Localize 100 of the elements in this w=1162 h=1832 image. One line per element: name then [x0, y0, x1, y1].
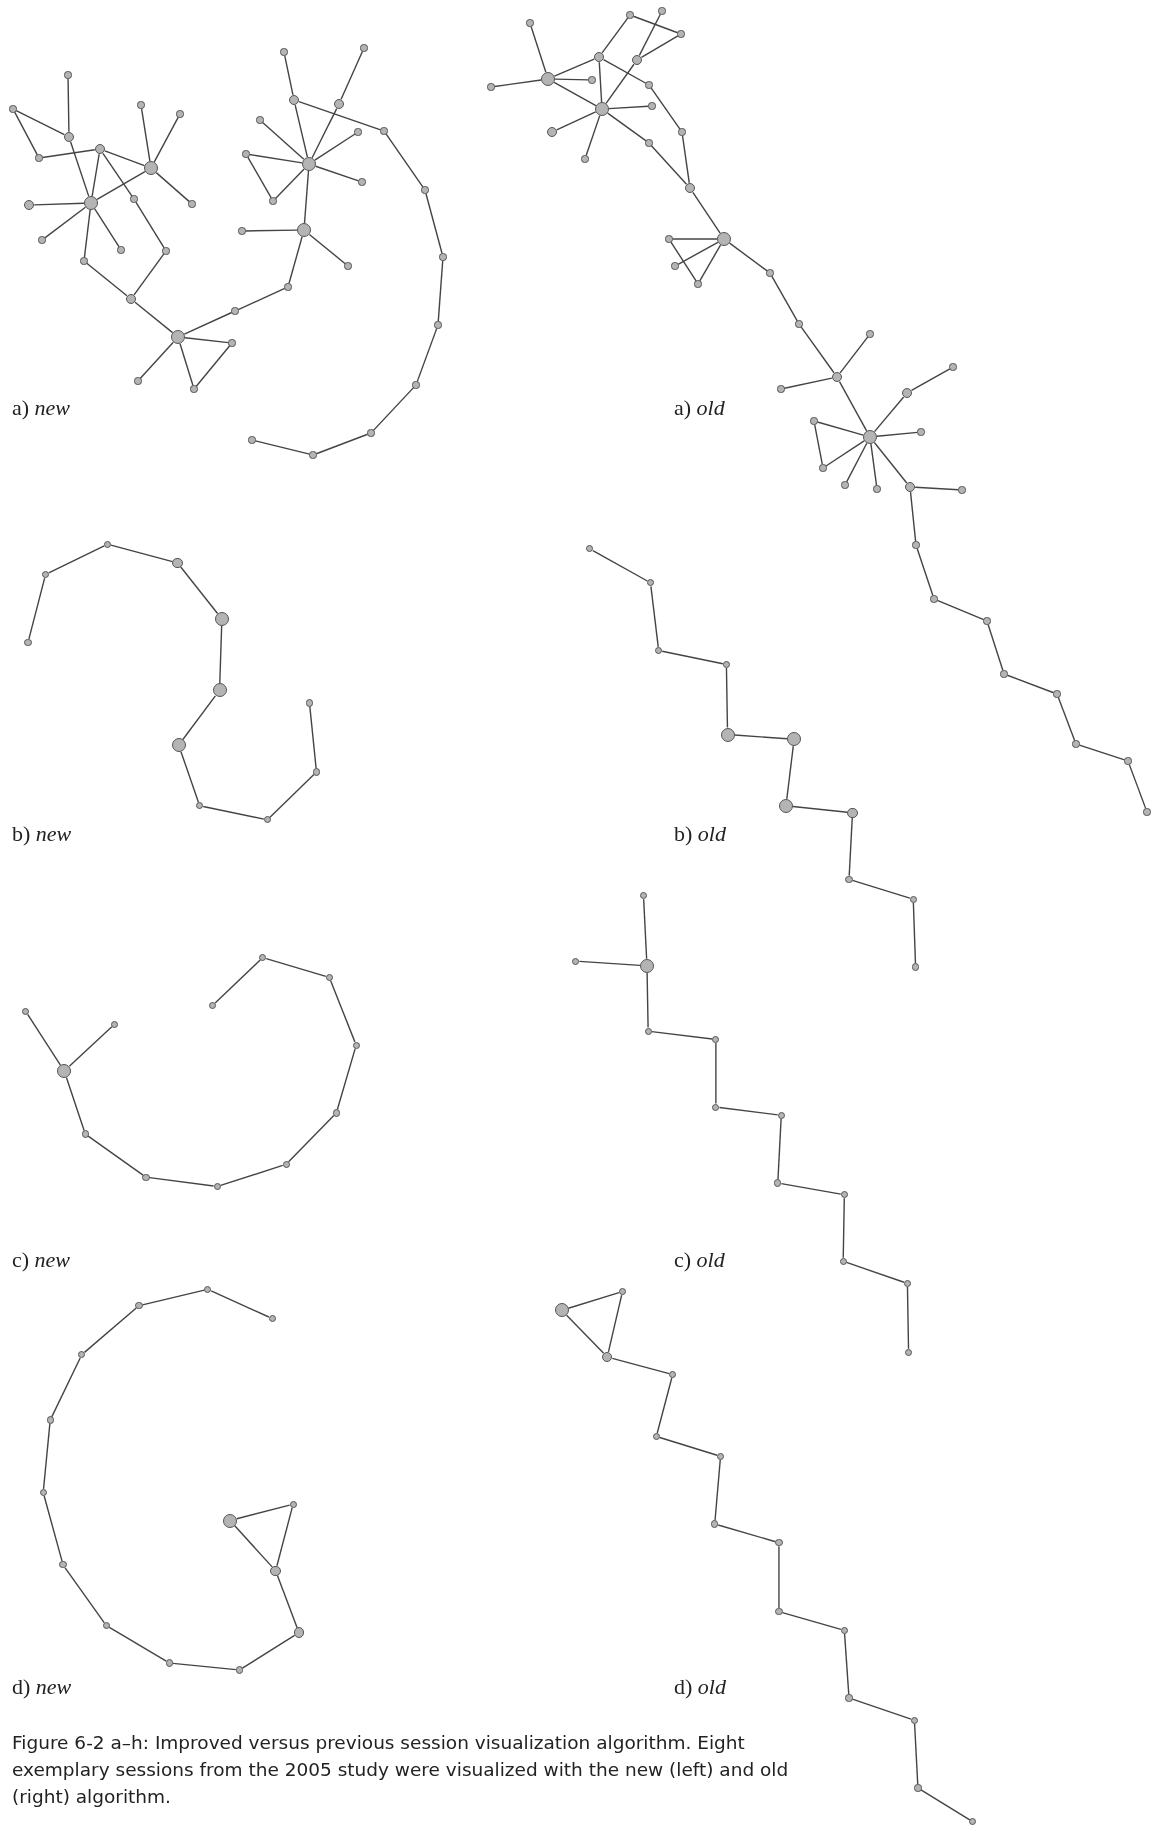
- connector-line: [67, 77, 70, 133]
- connector-line: [276, 1574, 298, 1629]
- graph-node: [135, 1302, 143, 1310]
- connector-line: [48, 545, 105, 574]
- connector-line: [825, 440, 865, 467]
- connector-line: [670, 241, 697, 282]
- connector-line: [44, 206, 87, 239]
- connector-line: [914, 486, 960, 491]
- graph-node: [223, 1513, 238, 1528]
- graph-node: [212, 683, 227, 698]
- connector-line: [792, 805, 849, 813]
- graph-node: [949, 363, 957, 371]
- connector-line: [910, 368, 951, 392]
- connector-line: [780, 1182, 842, 1195]
- graph-node: [684, 182, 696, 194]
- graph-node: [720, 727, 735, 742]
- connector-line: [139, 341, 174, 380]
- connector-line: [303, 170, 310, 224]
- connector-line: [777, 1118, 782, 1181]
- connector-line: [851, 1698, 912, 1720]
- graph-node: [256, 116, 264, 124]
- connector-line: [592, 549, 649, 582]
- connector-line: [554, 78, 590, 81]
- graph-node: [904, 481, 916, 493]
- graph-node: [142, 1173, 150, 1181]
- connector-line: [638, 13, 662, 57]
- connector-line: [838, 380, 868, 432]
- connector-line: [315, 433, 369, 455]
- graph-node: [658, 7, 666, 15]
- connector-line: [530, 25, 547, 74]
- graph-node: [819, 464, 827, 472]
- connector-line: [234, 1525, 273, 1568]
- graph-node: [909, 895, 917, 903]
- graph-node: [312, 768, 321, 776]
- graph-node: [602, 1351, 613, 1363]
- graph-node: [840, 1626, 848, 1634]
- connector-line: [873, 396, 905, 433]
- graph-node: [593, 51, 605, 63]
- panel-label: d) new: [12, 1674, 72, 1700]
- connector-line: [553, 58, 595, 77]
- connector-line: [651, 1030, 713, 1040]
- connector-line: [718, 1106, 779, 1116]
- graph-node: [766, 269, 774, 277]
- connector-line: [578, 960, 641, 967]
- connector-line: [219, 625, 223, 684]
- graph-node: [59, 1561, 67, 1569]
- graph-node: [917, 428, 925, 436]
- graph-node: [1053, 690, 1061, 698]
- connector-line: [65, 1076, 85, 1132]
- connector-line: [340, 50, 364, 100]
- connector-line: [241, 1634, 296, 1669]
- graph-node: [487, 83, 495, 91]
- graph-node: [125, 293, 137, 305]
- graph-node: [439, 253, 447, 261]
- graph-node: [717, 232, 731, 246]
- connector-line: [287, 1114, 335, 1163]
- graph-node: [367, 429, 375, 437]
- connector-line: [183, 311, 233, 335]
- connector-line: [848, 817, 853, 877]
- connector-line: [269, 773, 315, 818]
- connector-line: [913, 1723, 919, 1786]
- connector-line: [771, 275, 798, 322]
- graph-node: [280, 48, 288, 56]
- connector-line: [104, 150, 146, 167]
- graph-node: [176, 110, 184, 118]
- graph-node: [572, 957, 580, 965]
- graph-node: [655, 646, 663, 655]
- graph-node: [284, 283, 292, 291]
- graph-node: [678, 128, 686, 136]
- connector-line: [912, 902, 917, 965]
- graph-node: [914, 1784, 922, 1792]
- graph-node: [903, 1279, 911, 1288]
- connector-line: [565, 1314, 605, 1354]
- connector-line: [135, 201, 165, 249]
- connector-line: [816, 421, 864, 436]
- graph-node: [214, 611, 229, 626]
- connector-line: [15, 109, 66, 136]
- graph-node: [63, 131, 75, 143]
- connector-line: [800, 326, 835, 374]
- connector-line: [425, 192, 443, 255]
- connector-line: [909, 491, 917, 543]
- graph-node: [639, 958, 654, 973]
- graph-node: [831, 371, 843, 383]
- connector-line: [585, 114, 601, 157]
- graph-node: [677, 30, 685, 38]
- graph-node: [288, 94, 300, 106]
- graph-node: [231, 307, 239, 315]
- graph-node: [289, 1500, 297, 1508]
- graph-node: [165, 1659, 173, 1667]
- connector-line: [845, 442, 868, 483]
- graph-node: [238, 227, 246, 235]
- connector-line: [219, 1164, 284, 1187]
- connector-line: [133, 253, 165, 296]
- graph-node: [196, 802, 204, 810]
- connector-line: [656, 1377, 673, 1434]
- connector-line: [298, 101, 382, 131]
- connector-line: [728, 242, 768, 272]
- graph-node: [412, 381, 420, 389]
- connector-line: [294, 104, 309, 158]
- graph-node: [24, 638, 32, 646]
